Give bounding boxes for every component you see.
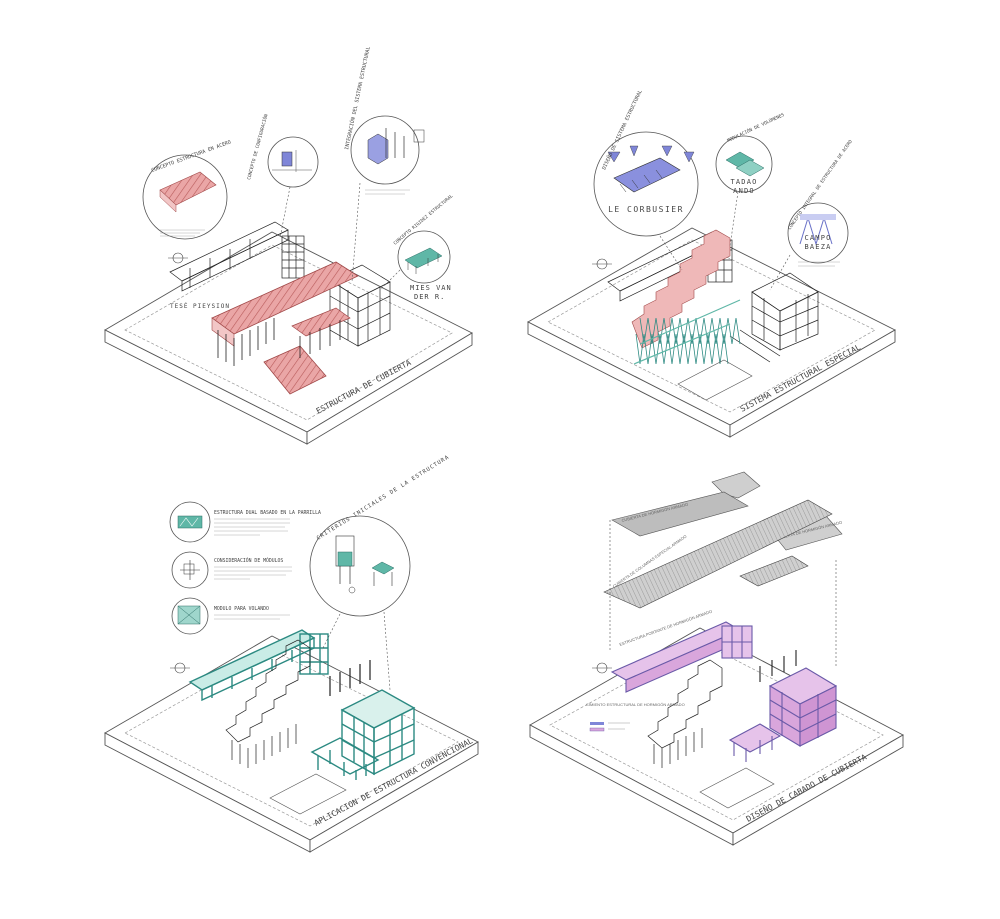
callout-campo-baeza: CONCEPTO INTEGRAL DE ESTRUCTURA DE ACERO… (769, 139, 854, 291)
building-wireframe (169, 221, 391, 347)
architect-name: MIES VAN (410, 284, 452, 292)
north-arrow-icon (592, 662, 612, 674)
note-dual-structure: ESTRUCTURA DUAL BASADO EN LA PARRILLA (169, 501, 321, 543)
north-arrow-icon (170, 662, 190, 674)
panel-aplicacion-estructura-convencional: ESTRUCTURA DUAL BASADO EN LA PARRILLA CO… (104, 454, 479, 853)
architect-name: ANDO (733, 187, 755, 195)
architect-name: TADAO (730, 178, 757, 186)
architect-name: DER R. (414, 293, 445, 301)
architect-name: CAMPO (804, 234, 831, 242)
building-wireframe (225, 639, 371, 768)
architect-name: LE CORBUSIER (608, 205, 684, 214)
structure-label: CIMIENTO ESTRUCTURAL DE HORMIGÓN ARMADO (586, 702, 685, 707)
concrete-structure-pink (610, 621, 838, 762)
panel-diseno-cabado-cubierta: CUBIERTA DE HORMIGÓN ARMADO CUBIERTA DE … (529, 471, 904, 846)
roof-structure-red (211, 261, 359, 395)
note-modules: CONSIDERACIÓN DE MÓDULOS (171, 551, 292, 589)
note-title: ESTRUCTURA DUAL BASADO EN LA PARRILLA (214, 510, 321, 516)
note-title: MODULO PARA VOLANDO (214, 606, 269, 612)
callout-initial-criteria: CRITERIOS INICIALES DE LA ESTRUCTURA (309, 454, 451, 691)
panel-sistema-estructural-especial: DISEÑO DE SISTEMA ESTRUCTURAL LE CORBUSI… (527, 89, 896, 438)
building-wireframe (647, 650, 797, 768)
site-plate (529, 627, 904, 834)
callout-rigidity: CONCEPTO RIGIDEZ ESTRUCTURAL MIES VAN DE… (379, 193, 455, 301)
roof-structure-red (631, 229, 731, 349)
special-structure-teal (633, 299, 741, 365)
callout-configuration: CONCEPTO DE CONFIGURACIÓN (245, 113, 319, 239)
callout-steel-concept: CONCEPTO ESTRUCTURA EN ACERO (142, 139, 232, 240)
north-arrow-icon (168, 252, 188, 264)
legend (589, 722, 630, 732)
architect-name: BAEZA (804, 243, 831, 251)
note-cantilever-module: MODULO PARA VOLANDO (171, 597, 290, 635)
side-label: TESÉ PIEYSION (170, 302, 230, 310)
note-title: CONSIDERACIÓN DE MÓDULOS (214, 557, 283, 564)
conventional-frame-teal (188, 629, 416, 780)
panel-estructura-de-cubierta: CONCEPTO ESTRUCTURA EN ACERO CONCEPTO DE… (104, 46, 473, 445)
callout-tadao-ando: MODULACIÓN DE VOLÚMENES TADAO ANDO (715, 111, 786, 247)
north-arrow-icon (592, 258, 612, 270)
callout-label: CONCEPTO DE CONFIGURACIÓN (245, 113, 269, 181)
